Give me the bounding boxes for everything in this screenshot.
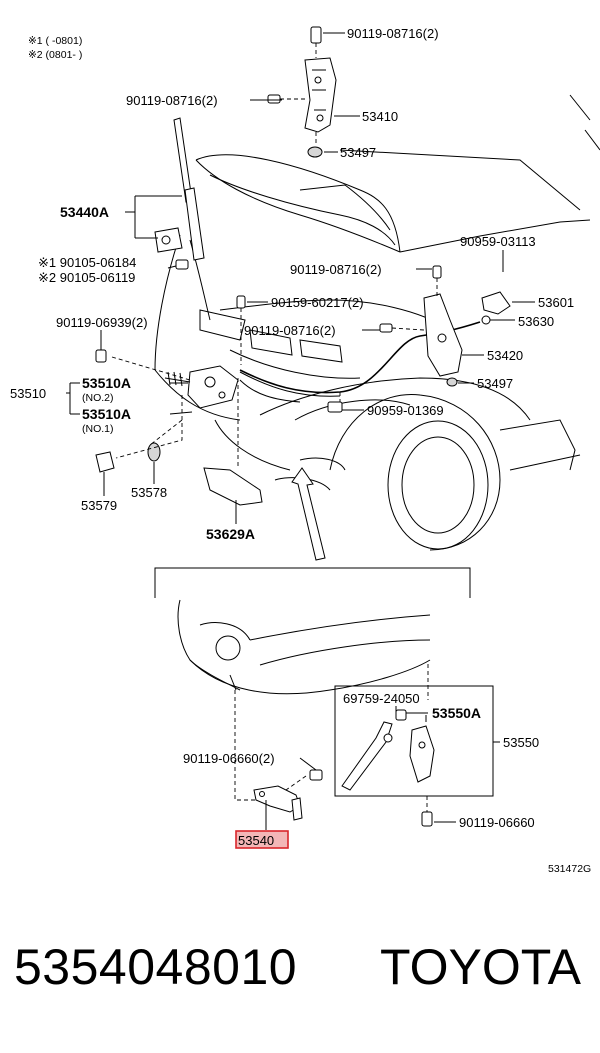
label-90119-06660-right: 90119-06660 — [459, 815, 535, 830]
label-90159-60217: 90159-60217(2) — [271, 295, 364, 310]
leader-lines — [66, 32, 535, 830]
label-53630: 53630 — [518, 314, 554, 329]
label-no2: (NO.2) — [82, 392, 114, 404]
label-90959-01369: 90959-01369 — [367, 403, 444, 418]
vehicle-outline-upper — [154, 94, 600, 551]
label-53550: 53550 — [503, 735, 539, 750]
detail-view — [154, 567, 494, 827]
hood-support-strut — [154, 117, 205, 270]
label-53579: 53579 — [81, 498, 117, 513]
highlighted-part-53540[interactable]: 53540 — [235, 830, 289, 849]
label-53497-mid: 53497 — [477, 376, 513, 391]
label-90959-03113: 90959-03113 — [460, 234, 536, 249]
brand-heading: TOYOTA — [380, 939, 581, 995]
label-90119-06660-left: 90119-06660(2) — [183, 751, 275, 766]
label-53510: 53510 — [10, 386, 46, 401]
label-53510a-no2: 53510A — [82, 375, 131, 391]
label-90105-06119: ※2 90105-06119 — [38, 270, 135, 285]
label-53578: 53578 — [131, 485, 167, 500]
label-90119-08716-left: 90119-08716(2) — [126, 93, 218, 108]
label-53440a: 53440A — [60, 204, 109, 220]
label-53410: 53410 — [362, 109, 398, 124]
label-53540: 53540 — [238, 833, 274, 848]
label-90119-08716-mid2: 90119-08716(2) — [244, 323, 336, 338]
diagram-code: 531472G — [548, 863, 591, 875]
hood-hinge-assembly — [267, 26, 337, 158]
note-2: ※2 (0801- ) — [28, 49, 82, 61]
label-53497-top: 53497 — [340, 145, 376, 160]
label-90119-08716-top: 90119-08716(2) — [347, 26, 439, 41]
highlight-box — [235, 830, 289, 849]
label-53510a-no1: 53510A — [82, 406, 131, 422]
label-53420: 53420 — [487, 348, 523, 363]
label-no1: (NO.1) — [82, 423, 114, 435]
label-53601: 53601 — [538, 295, 574, 310]
part-number-heading: 5354048010 — [14, 939, 298, 995]
hood-lock-control-lever — [236, 260, 511, 387]
label-53629a: 53629A — [206, 526, 255, 542]
label-53550a: 53550A — [432, 705, 481, 721]
label-90119-08716-mid: 90119-08716(2) — [290, 262, 382, 277]
label-90119-06939: 90119-06939(2) — [56, 315, 148, 330]
label-90105-06184: ※1 90105-06184 — [38, 255, 136, 270]
note-1: ※1 ( -0801) — [28, 35, 82, 47]
hood-lock-assembly — [95, 349, 263, 506]
label-69759-24050: 69759-24050 — [343, 691, 420, 706]
detail-arrow — [291, 467, 326, 561]
